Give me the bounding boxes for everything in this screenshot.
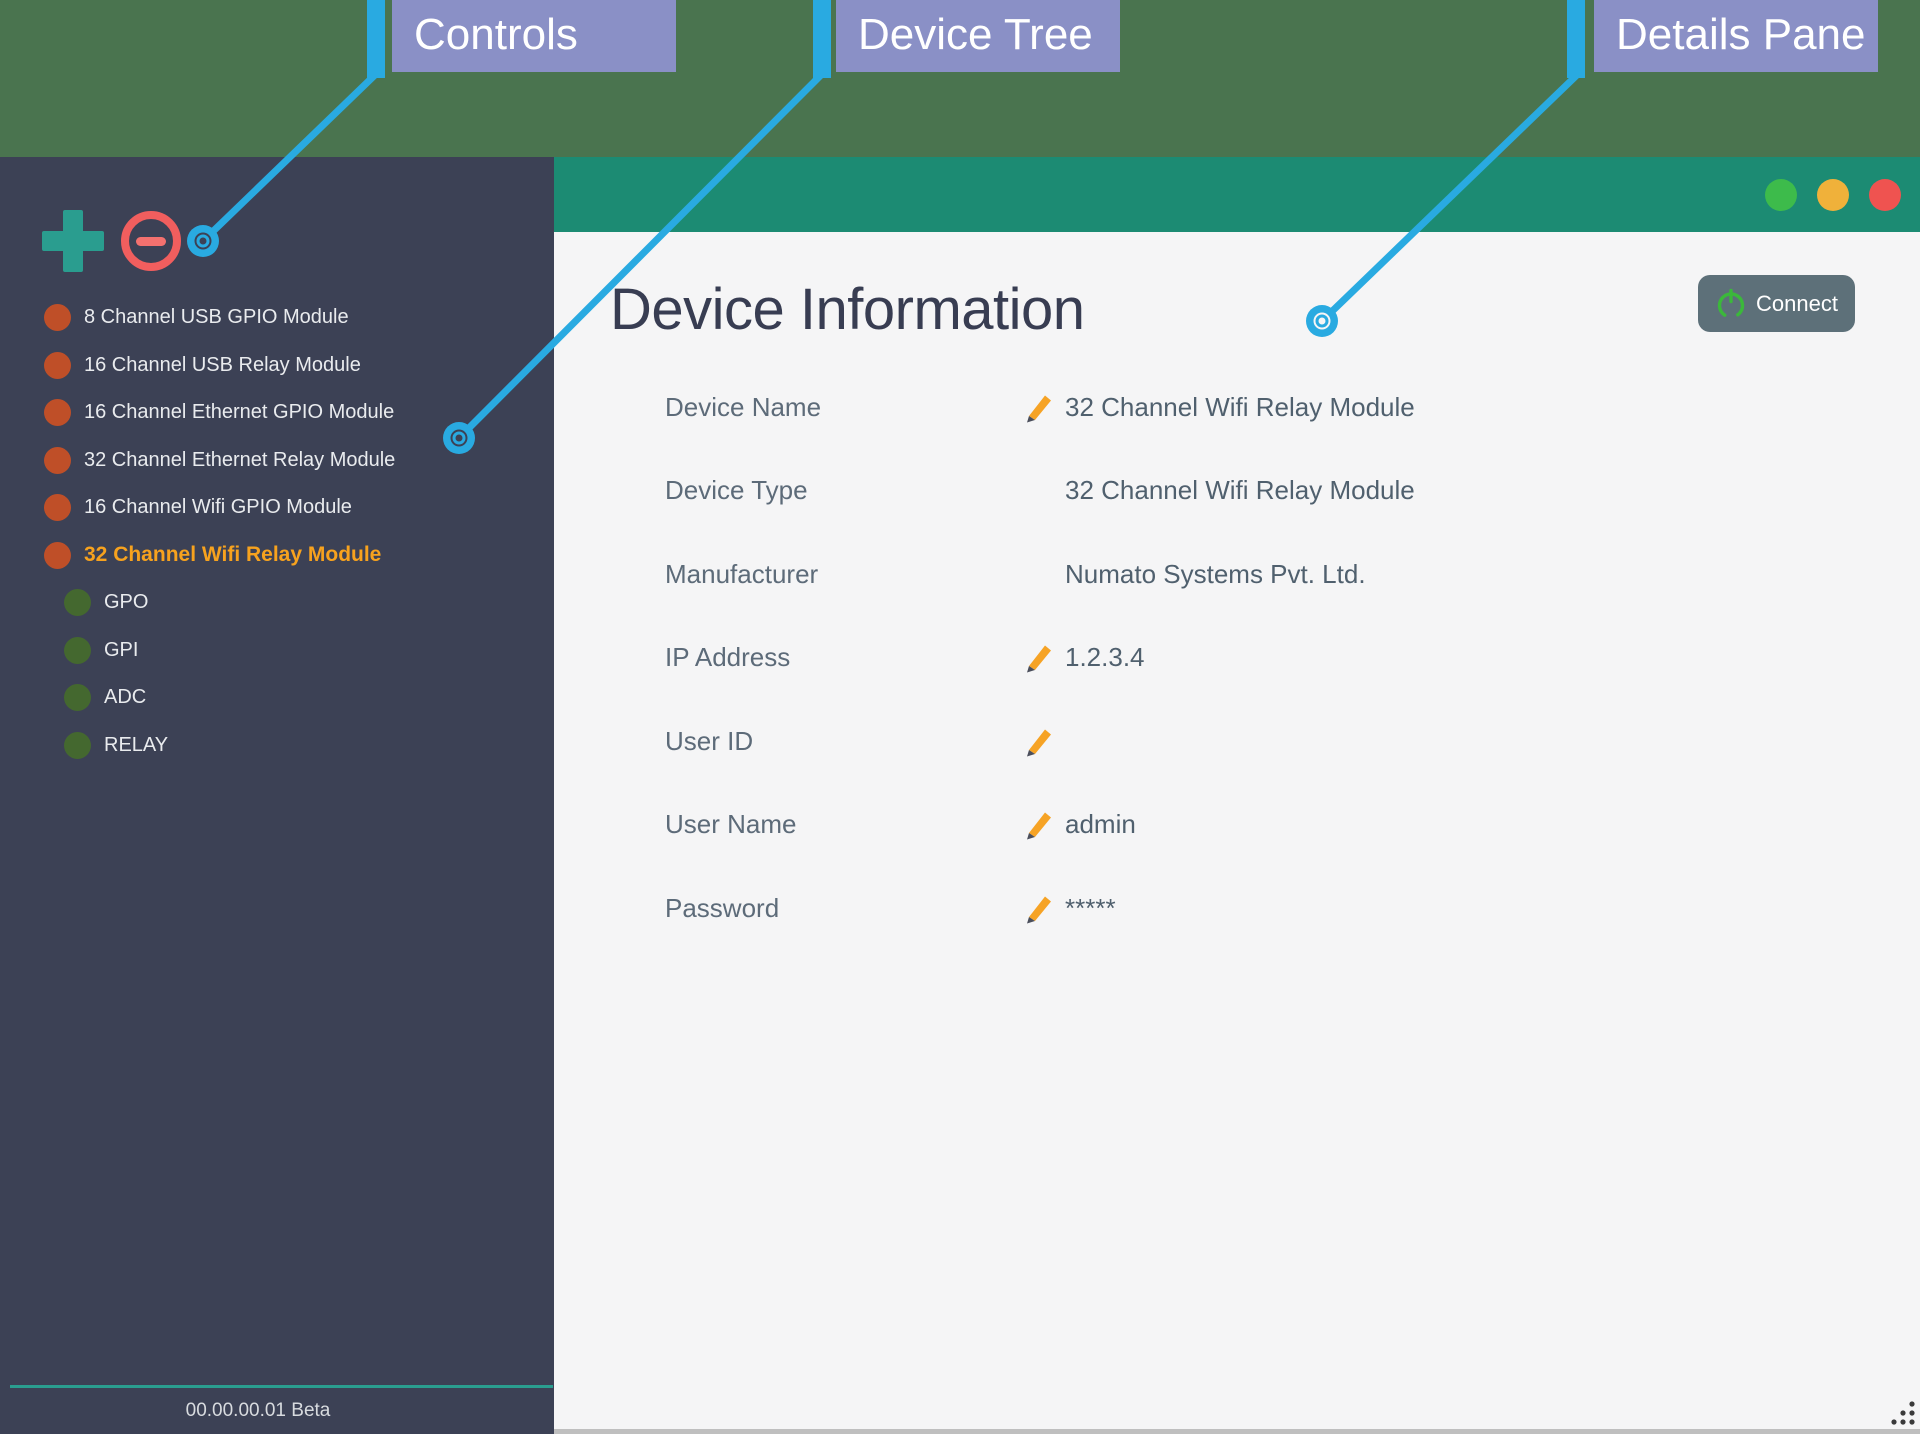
- field-value: *****: [1065, 893, 1116, 923]
- traffic-light-green-icon[interactable]: [1765, 178, 1797, 211]
- tree-item-32ch-wifi-relay-selected[interactable]: 32 Channel Wifi Relay Module: [0, 532, 554, 580]
- device-dot-icon: [44, 541, 71, 569]
- tree-item-label: GPI: [104, 638, 139, 661]
- titlebar: [554, 157, 1920, 232]
- channel-dot-icon: [64, 684, 91, 712]
- field-row-password: Password *****: [554, 887, 1920, 929]
- callout-label-details-pane: Details Pane: [1594, 0, 1878, 72]
- pencil-icon[interactable]: [1020, 806, 1056, 842]
- tree-item-relay[interactable]: RELAY: [0, 722, 554, 770]
- field-row-user-id: User ID: [554, 720, 1920, 762]
- field-value: Numato Systems Pvt. Ltd.: [1065, 559, 1366, 589]
- tree-item-label: 8 Channel USB GPIO Module: [84, 306, 349, 329]
- callout-label-controls: Controls: [392, 0, 676, 72]
- tree-item-32ch-eth-relay[interactable]: 32 Channel Ethernet Relay Module: [0, 437, 554, 485]
- traffic-light-red-icon[interactable]: [1869, 178, 1901, 211]
- tree-item-gpo[interactable]: GPO: [0, 579, 554, 627]
- details-pane: Device Information Connect Device Name 3…: [554, 232, 1920, 1434]
- field-label: Manufacturer: [665, 559, 819, 589]
- field-label: User ID: [665, 726, 754, 756]
- callout-bar-device-tree: [813, 0, 831, 78]
- tree-item-label: ADC: [104, 686, 147, 709]
- tree-item-gpi[interactable]: GPI: [0, 627, 554, 675]
- tree-item-label: RELAY: [104, 733, 169, 756]
- pencil-icon[interactable]: [1020, 723, 1056, 759]
- field-row-user-name: User Name admin: [554, 803, 1920, 845]
- connect-button[interactable]: Connect: [1698, 275, 1855, 332]
- callout-bar-controls: [367, 0, 385, 78]
- channel-dot-icon: [64, 636, 91, 664]
- field-row-manufacturer: Manufacturer Numato Systems Pvt. Ltd.: [554, 553, 1920, 595]
- tree-item-label: 16 Channel Wifi GPIO Module: [84, 496, 352, 519]
- traffic-light-amber-icon[interactable]: [1817, 178, 1849, 211]
- pencil-icon[interactable]: [1020, 890, 1056, 926]
- connect-button-label: Connect: [1756, 290, 1838, 316]
- field-label: IP Address: [665, 642, 791, 672]
- field-row-device-name: Device Name 32 Channel Wifi Relay Module: [554, 386, 1920, 428]
- field-row-ip-address: IP Address 1.2.3.4: [554, 636, 1920, 678]
- tree-item-label: 16 Channel Ethernet GPIO Module: [84, 401, 395, 424]
- remove-device-button[interactable]: [120, 210, 182, 272]
- power-icon: [1717, 288, 1745, 319]
- tree-controls: [42, 210, 182, 272]
- device-tree-sidebar: 8 Channel USB GPIO Module 16 Channel USB…: [0, 157, 554, 1434]
- tree-item-adc[interactable]: ADC: [0, 674, 554, 722]
- device-dot-icon: [44, 351, 71, 379]
- window-bottom-edge: [554, 1429, 1920, 1434]
- field-label: User Name: [665, 809, 797, 839]
- minus-icon: [121, 211, 181, 271]
- tree-item-16ch-eth-gpio[interactable]: 16 Channel Ethernet GPIO Module: [0, 389, 554, 437]
- callout-label-device-tree: Device Tree: [836, 0, 1120, 72]
- field-label: Device Type: [665, 475, 808, 505]
- device-dot-icon: [44, 494, 71, 522]
- version-label: 00.00.00.01 Beta: [185, 1400, 331, 1421]
- tree-item-8ch-usb-gpio[interactable]: 8 Channel USB GPIO Module: [0, 294, 554, 342]
- sidebar-divider: [10, 1385, 553, 1388]
- resize-grip-icon[interactable]: [1889, 1399, 1917, 1427]
- device-dot-icon: [44, 446, 71, 474]
- tree-item-label: 32 Channel Ethernet Relay Module: [84, 448, 396, 471]
- callout-bar-details-pane: [1567, 0, 1585, 78]
- device-tree: 8 Channel USB GPIO Module 16 Channel USB…: [0, 294, 554, 769]
- pencil-icon[interactable]: [1020, 639, 1056, 675]
- page-title: Device Information: [610, 277, 1085, 342]
- plus-icon: [42, 210, 104, 272]
- field-label: Device Name: [665, 392, 822, 422]
- field-value: admin: [1065, 809, 1136, 839]
- tree-item-label: GPO: [104, 591, 149, 614]
- device-dot-icon: [44, 304, 71, 332]
- field-row-device-type: Device Type 32 Channel Wifi Relay Module: [554, 469, 1920, 511]
- tree-item-16ch-wifi-gpio[interactable]: 16 Channel Wifi GPIO Module: [0, 484, 554, 532]
- field-label: Password: [665, 893, 780, 923]
- channel-dot-icon: [64, 589, 91, 617]
- tree-item-label: 16 Channel USB Relay Module: [84, 353, 361, 376]
- field-value: 32 Channel Wifi Relay Module: [1065, 392, 1415, 422]
- field-value: 32 Channel Wifi Relay Module: [1065, 475, 1415, 505]
- add-device-button[interactable]: [42, 210, 104, 272]
- tree-item-16ch-usb-relay[interactable]: 16 Channel USB Relay Module: [0, 342, 554, 390]
- field-value: 1.2.3.4: [1065, 642, 1145, 672]
- device-dot-icon: [44, 399, 71, 427]
- pencil-icon[interactable]: [1020, 389, 1056, 425]
- tree-item-label: 32 Channel Wifi Relay Module: [84, 543, 382, 567]
- channel-dot-icon: [64, 731, 91, 759]
